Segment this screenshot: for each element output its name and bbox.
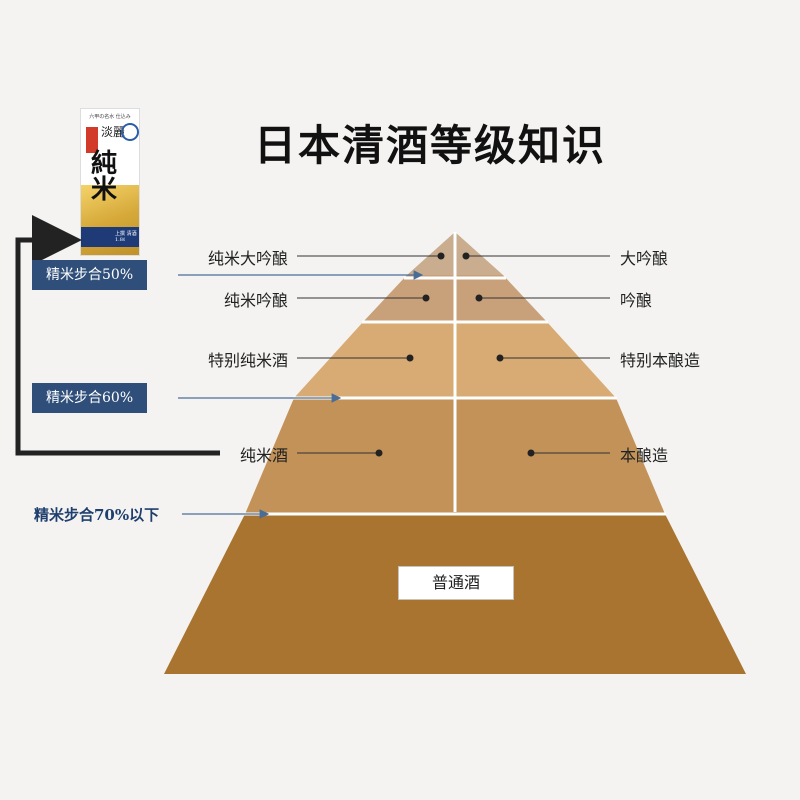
leader-dot [496, 354, 504, 362]
product-top-text: 六甲の名水 仕込み [89, 114, 131, 120]
polish-badge-50: 精米步合50% [32, 260, 148, 290]
grade-honjozo: 本酿造 [620, 446, 669, 465]
product-stripe [81, 227, 139, 247]
leader-dot [406, 354, 414, 362]
grade-tokubetsu-honjozo: 特别本酿造 [620, 351, 701, 370]
leader-dot [527, 449, 535, 457]
grade-junmai-daiginjo: 纯米大吟酿 [207, 249, 288, 268]
grade-ginjo: 吟酿 [620, 291, 653, 310]
product-brand: 淡麗 [101, 125, 126, 139]
product-link-arrow [15, 215, 220, 456]
grade-tokubetsu-junmai: 特别纯米酒 [207, 351, 288, 370]
grade-daiginjo: 大吟酿 [620, 249, 669, 268]
sake-product-image: 六甲の名水 仕込み 淡麗 純米 上撰 清酒 1.8ℓ [80, 108, 140, 256]
product-name: 純米 [91, 149, 118, 205]
leader-dot [422, 294, 430, 302]
page-title: 日本清酒等级知识 [253, 121, 606, 170]
grade-junmai-ginjo: 纯米吟酿 [223, 291, 288, 310]
polish-badge-70: 精米步合70%以下 [34, 506, 160, 524]
product-red-tag [86, 127, 98, 153]
grade-junmai: 纯米酒 [239, 446, 288, 465]
leader-dot [462, 252, 470, 260]
leader-dot [437, 252, 445, 260]
product-volume: 上撰 清酒 1.8ℓ [115, 231, 137, 243]
leader-dot [475, 294, 483, 302]
leader-dot [375, 449, 383, 457]
polish-badge-60: 精米步合60% [32, 383, 148, 413]
grade-futsushu: 普通酒 [398, 566, 514, 600]
brand-logo-icon [121, 123, 139, 141]
